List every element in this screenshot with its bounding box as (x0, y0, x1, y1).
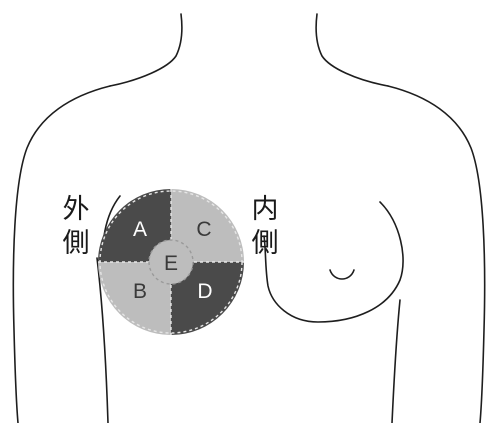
region-a-label: A (133, 218, 147, 241)
region-e-label: E (164, 252, 178, 275)
neck-right-line (316, 14, 388, 86)
nipple-mark (330, 270, 354, 279)
region-b-label: B (133, 280, 147, 303)
right-arm-inner-line (392, 300, 400, 423)
region-d-label: D (197, 280, 212, 303)
outer-side-label-1: 外 (63, 194, 90, 225)
right-breast-contour (264, 202, 403, 322)
inner-side-label-1: 内 (252, 194, 279, 225)
region-c-label: C (196, 218, 211, 241)
outer-side-label-2: 側 (63, 228, 90, 259)
neck-left-line (110, 14, 182, 86)
inner-side-label-2: 側 (252, 228, 279, 259)
